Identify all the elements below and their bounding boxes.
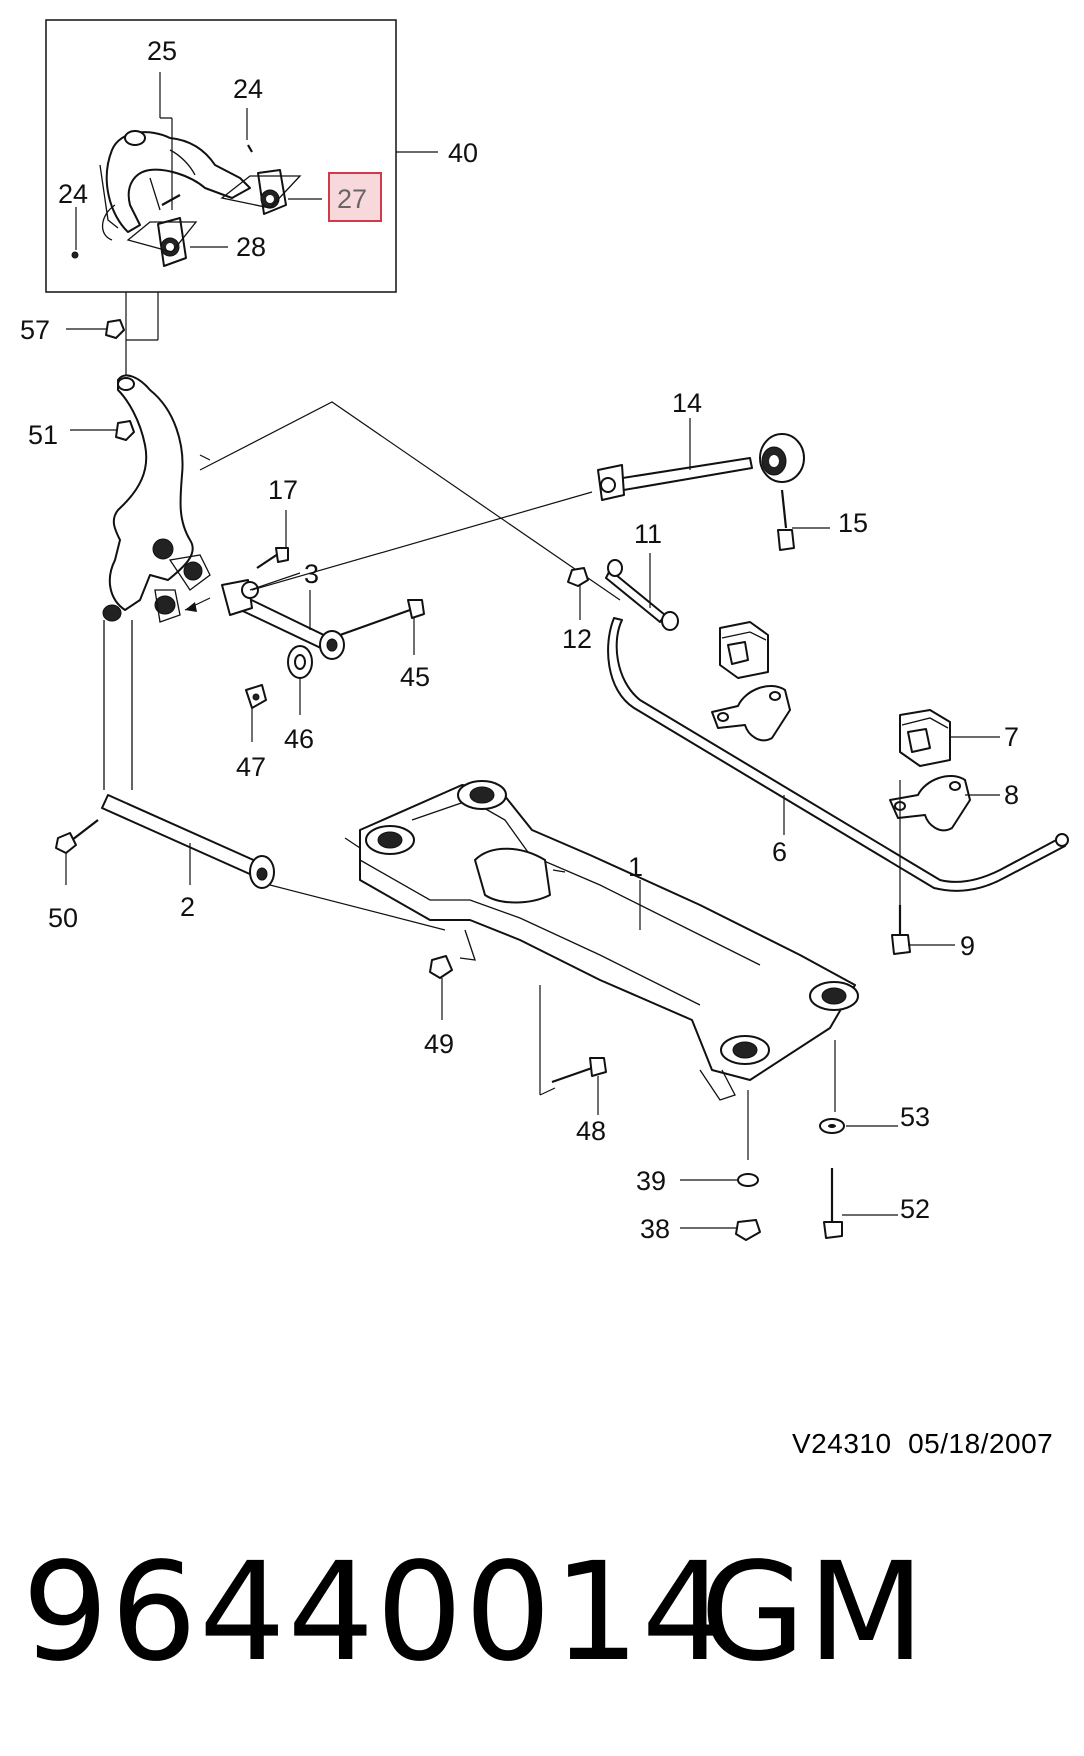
callout-15: 15 <box>838 508 868 538</box>
bushing-7-upper <box>719 621 769 679</box>
bolt-9 <box>891 905 911 955</box>
nut-12 <box>567 567 589 587</box>
callout-28: 28 <box>236 232 266 262</box>
bushing-27 <box>220 169 302 215</box>
callout-40: 40 <box>448 138 478 168</box>
callout-50: 50 <box>48 903 78 933</box>
bushing-7 <box>899 709 951 767</box>
callout-6: 6 <box>772 837 787 867</box>
inset-knuckle <box>99 130 251 241</box>
inset-bolt-24-right <box>247 144 253 153</box>
bolt-52 <box>823 1168 843 1239</box>
callout-39: 39 <box>636 1166 666 1196</box>
link-rod-3 <box>221 579 345 660</box>
callout-51: 51 <box>28 420 58 450</box>
bolt-48 <box>551 1057 607 1084</box>
callout-45: 45 <box>400 662 430 692</box>
bracket-8-upper <box>711 685 791 742</box>
callout-1: 1 <box>628 852 643 882</box>
callout-9: 9 <box>960 931 975 961</box>
callout-7: 7 <box>1004 722 1019 752</box>
callout-24-upper: 24 <box>233 74 263 104</box>
callout-47: 47 <box>236 752 266 782</box>
callout-14: 14 <box>672 388 702 418</box>
callout-2: 2 <box>180 892 195 922</box>
brand-name: GM <box>700 1534 927 1692</box>
callout-12: 12 <box>562 624 592 654</box>
callout-48: 48 <box>576 1116 606 1146</box>
trailing-link-2 <box>101 620 275 889</box>
washer-46 <box>287 645 313 679</box>
rear-knuckle <box>102 374 211 623</box>
callout-11: 11 <box>634 519 662 549</box>
callout-24-left: 24 <box>58 179 88 209</box>
nut-51 <box>115 420 135 441</box>
bolt-50 <box>55 819 99 854</box>
bushing-28 <box>126 217 198 267</box>
diagram-date: 05/18/2007 <box>908 1428 1054 1459</box>
part-number: 96440014 <box>22 1534 731 1692</box>
washer-39 <box>737 1173 759 1187</box>
diagram-code: V24310 05/18/2007 <box>792 1428 1053 1460</box>
inset-bolt-24-left <box>71 251 79 259</box>
nut-49 <box>429 955 453 979</box>
callout-17: 17 <box>268 475 298 505</box>
callout-27: 27 <box>337 184 367 214</box>
callout-52: 52 <box>900 1194 930 1224</box>
stabilizer-link-11 <box>605 559 679 631</box>
inset-bolt-25 <box>161 194 181 206</box>
nut-57 <box>105 319 125 339</box>
callout-25: 25 <box>147 36 177 66</box>
callout-53: 53 <box>900 1102 930 1132</box>
diagram-id: V24310 <box>792 1428 892 1459</box>
nut-38 <box>735 1219 761 1241</box>
callout-27-highlight <box>328 172 382 222</box>
callout-8: 8 <box>1004 780 1019 810</box>
callout-46: 46 <box>284 724 314 754</box>
bolt-15 <box>777 489 795 551</box>
link-rod-14 <box>597 433 805 501</box>
callout-57: 57 <box>20 315 50 345</box>
bolt-17 <box>256 547 289 569</box>
inset-box <box>45 19 397 293</box>
bolt-45 <box>339 599 425 637</box>
callout-3: 3 <box>304 559 319 589</box>
crossmember-1 <box>344 780 859 1101</box>
bracket-8 <box>889 775 971 832</box>
callout-38: 38 <box>640 1214 670 1244</box>
nut-47 <box>245 684 267 709</box>
callout-49: 49 <box>424 1029 454 1059</box>
stabilizer-bar-6 <box>607 617 1069 892</box>
